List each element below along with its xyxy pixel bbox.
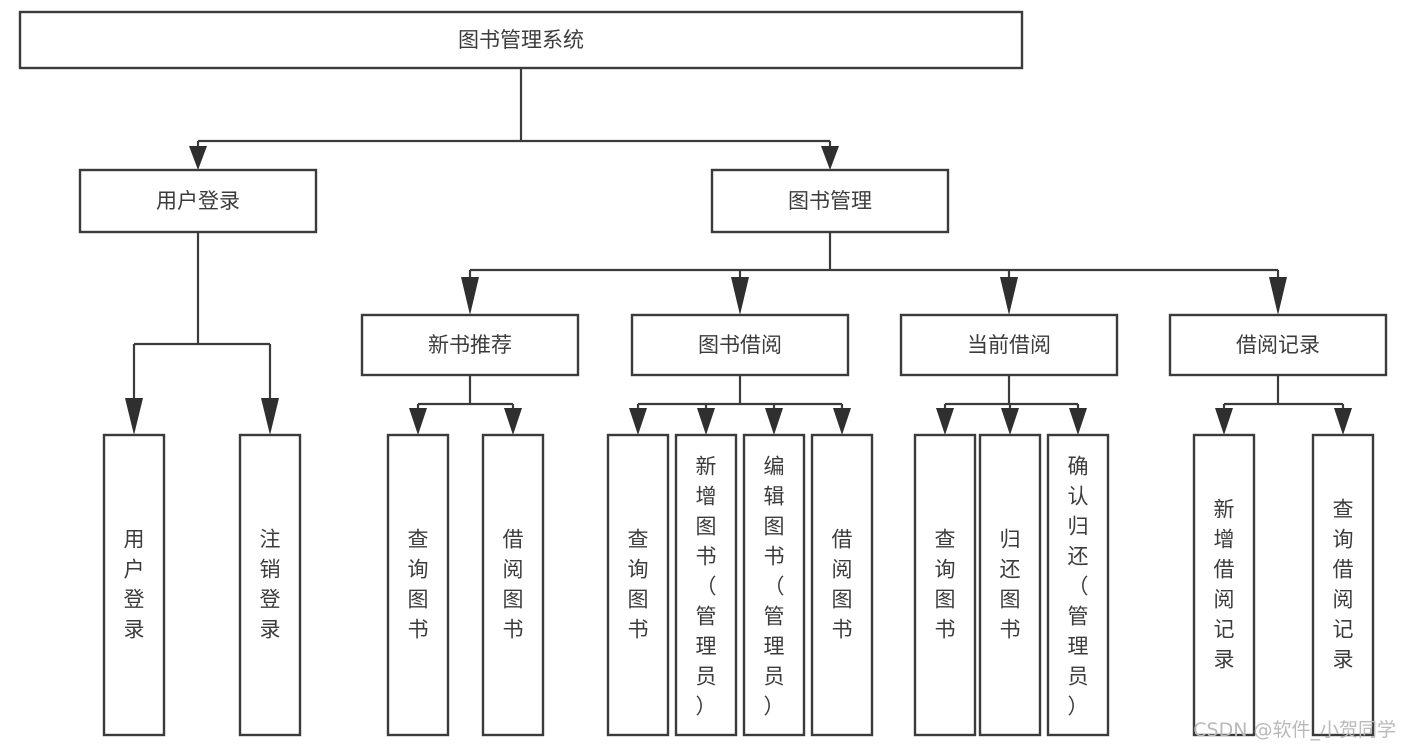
- node-leaf-query-book-1[interactable]: 查询图书: [386, 433, 450, 737]
- node-book-manage-box[interactable]: [710, 168, 950, 234]
- node-current-borrow[interactable]: 当前借阅: [899, 313, 1119, 377]
- node-leaf-query-book-2-label: 查询图书: [628, 528, 649, 642]
- node-leaf-user-login[interactable]: 用户登录: [102, 433, 166, 737]
- arrow-head-leaf-edit-book: [765, 408, 783, 435]
- arrow-head-new-book-rec: [461, 277, 479, 315]
- node-leaf-logout-login-box[interactable]: [238, 433, 302, 737]
- node-user-login-box[interactable]: [78, 168, 318, 234]
- node-leaf-borrow-book-2[interactable]: 借阅图书: [810, 433, 874, 737]
- node-leaf-query-book-2-box[interactable]: [606, 433, 670, 737]
- node-leaf-query-record[interactable]: 查询借阅记录: [1311, 433, 1375, 737]
- node-root[interactable]: 图书管理系统: [18, 10, 1024, 70]
- node-user-login-label: 用户登录: [156, 189, 240, 213]
- node-leaf-edit-book-label: 编辑图书（管理员）: [764, 455, 785, 719]
- node-leaf-confirm-return[interactable]: 确认归还（管理员）: [1046, 433, 1110, 737]
- node-leaf-add-record[interactable]: 新增借阅记录: [1192, 433, 1256, 737]
- node-book-borrow[interactable]: 图书借阅: [630, 313, 850, 377]
- node-leaf-query-record-box[interactable]: [1311, 433, 1375, 737]
- node-new-book-rec-label: 新书推荐: [428, 333, 512, 357]
- node-leaf-confirm-return-box[interactable]: [1046, 433, 1110, 737]
- node-leaf-edit-book-box[interactable]: [742, 433, 806, 737]
- arrow-head-leaf-query-book-1: [409, 408, 427, 435]
- arrow-head-borrow-record: [1269, 277, 1287, 315]
- arrow-head-leaf-query-book-3: [936, 408, 954, 435]
- node-leaf-borrow-book-2-label: 借阅图书: [832, 528, 853, 642]
- arrow-head-leaf-query-record: [1334, 408, 1352, 435]
- node-leaf-query-book-3-box[interactable]: [913, 433, 977, 737]
- arrow-head-user-login: [189, 146, 207, 170]
- node-leaf-add-book[interactable]: 新增图书（管理员）: [674, 433, 738, 737]
- arrow-head-leaf-borrow-book-1: [504, 408, 522, 435]
- connector-layer: [125, 68, 1352, 435]
- node-leaf-add-record-label: 新增借阅记录: [1214, 498, 1235, 672]
- node-leaf-query-book-1-label: 查询图书: [408, 528, 429, 642]
- node-leaf-borrow-book-1-label: 借阅图书: [503, 528, 524, 642]
- node-borrow-record[interactable]: 借阅记录: [1168, 313, 1388, 377]
- arrow-head-leaf-logout-login: [261, 398, 279, 435]
- arrow-head-leaf-return-book: [1001, 408, 1019, 435]
- node-leaf-add-book-label: 新增图书（管理员）: [696, 455, 717, 719]
- node-leaf-user-login-box[interactable]: [102, 433, 166, 737]
- node-leaf-logout-login[interactable]: 注销登录: [238, 433, 302, 737]
- node-book-manage-label: 图书管理: [788, 189, 872, 213]
- node-leaf-return-book-box[interactable]: [978, 433, 1042, 737]
- arrow-head-book-manage: [821, 146, 839, 170]
- node-book-borrow-box[interactable]: [630, 313, 850, 377]
- arrow-head-leaf-add-record: [1215, 408, 1233, 435]
- node-leaf-query-record-label: 查询借阅记录: [1333, 498, 1354, 672]
- node-leaf-add-record-box[interactable]: [1192, 433, 1256, 737]
- node-book-borrow-label: 图书借阅: [698, 333, 782, 357]
- arrow-head-leaf-borrow-book-2: [833, 408, 851, 435]
- csdn-watermark: CSDN @软件_小贺同学: [1193, 719, 1396, 741]
- node-leaf-logout-login-label: 注销登录: [260, 528, 281, 642]
- node-leaf-borrow-book-1-box[interactable]: [481, 433, 545, 737]
- node-leaf-borrow-book-1[interactable]: 借阅图书: [481, 433, 545, 737]
- node-leaf-return-book[interactable]: 归还图书: [978, 433, 1042, 737]
- node-leaf-confirm-return-label: 确认归还（管理员）: [1068, 455, 1089, 719]
- arrow-head-leaf-add-book: [697, 408, 715, 435]
- node-leaf-borrow-book-2-box[interactable]: [810, 433, 874, 737]
- arrow-head-current-borrow: [1000, 277, 1018, 315]
- node-current-borrow-label: 当前借阅: [967, 333, 1051, 357]
- node-leaf-return-book-label: 归还图书: [1000, 528, 1021, 642]
- node-leaf-query-book-1-box[interactable]: [386, 433, 450, 737]
- node-root-box[interactable]: [18, 10, 1024, 70]
- arrow-head-leaf-confirm-return: [1069, 408, 1087, 435]
- node-user-login[interactable]: 用户登录: [78, 168, 318, 234]
- node-root-label: 图书管理系统: [458, 28, 584, 52]
- node-current-borrow-box[interactable]: [899, 313, 1119, 377]
- node-new-book-rec[interactable]: 新书推荐: [360, 313, 580, 377]
- arrow-head-book-borrow: [731, 277, 749, 315]
- node-book-manage[interactable]: 图书管理: [710, 168, 950, 234]
- node-borrow-record-label: 借阅记录: [1236, 333, 1320, 357]
- node-leaf-user-login-label: 用户登录: [124, 528, 145, 642]
- node-borrow-record-box[interactable]: [1168, 313, 1388, 377]
- node-leaf-query-book-3-label: 查询图书: [935, 528, 956, 642]
- node-new-book-rec-box[interactable]: [360, 313, 580, 377]
- arrow-head-leaf-query-book-2: [629, 408, 647, 435]
- arrow-head-leaf-user-login: [125, 398, 143, 435]
- node-leaf-query-book-3[interactable]: 查询图书: [913, 433, 977, 737]
- node-leaf-add-book-box[interactable]: [674, 433, 738, 737]
- node-leaf-query-book-2[interactable]: 查询图书: [606, 433, 670, 737]
- node-leaf-edit-book[interactable]: 编辑图书（管理员）: [742, 433, 806, 737]
